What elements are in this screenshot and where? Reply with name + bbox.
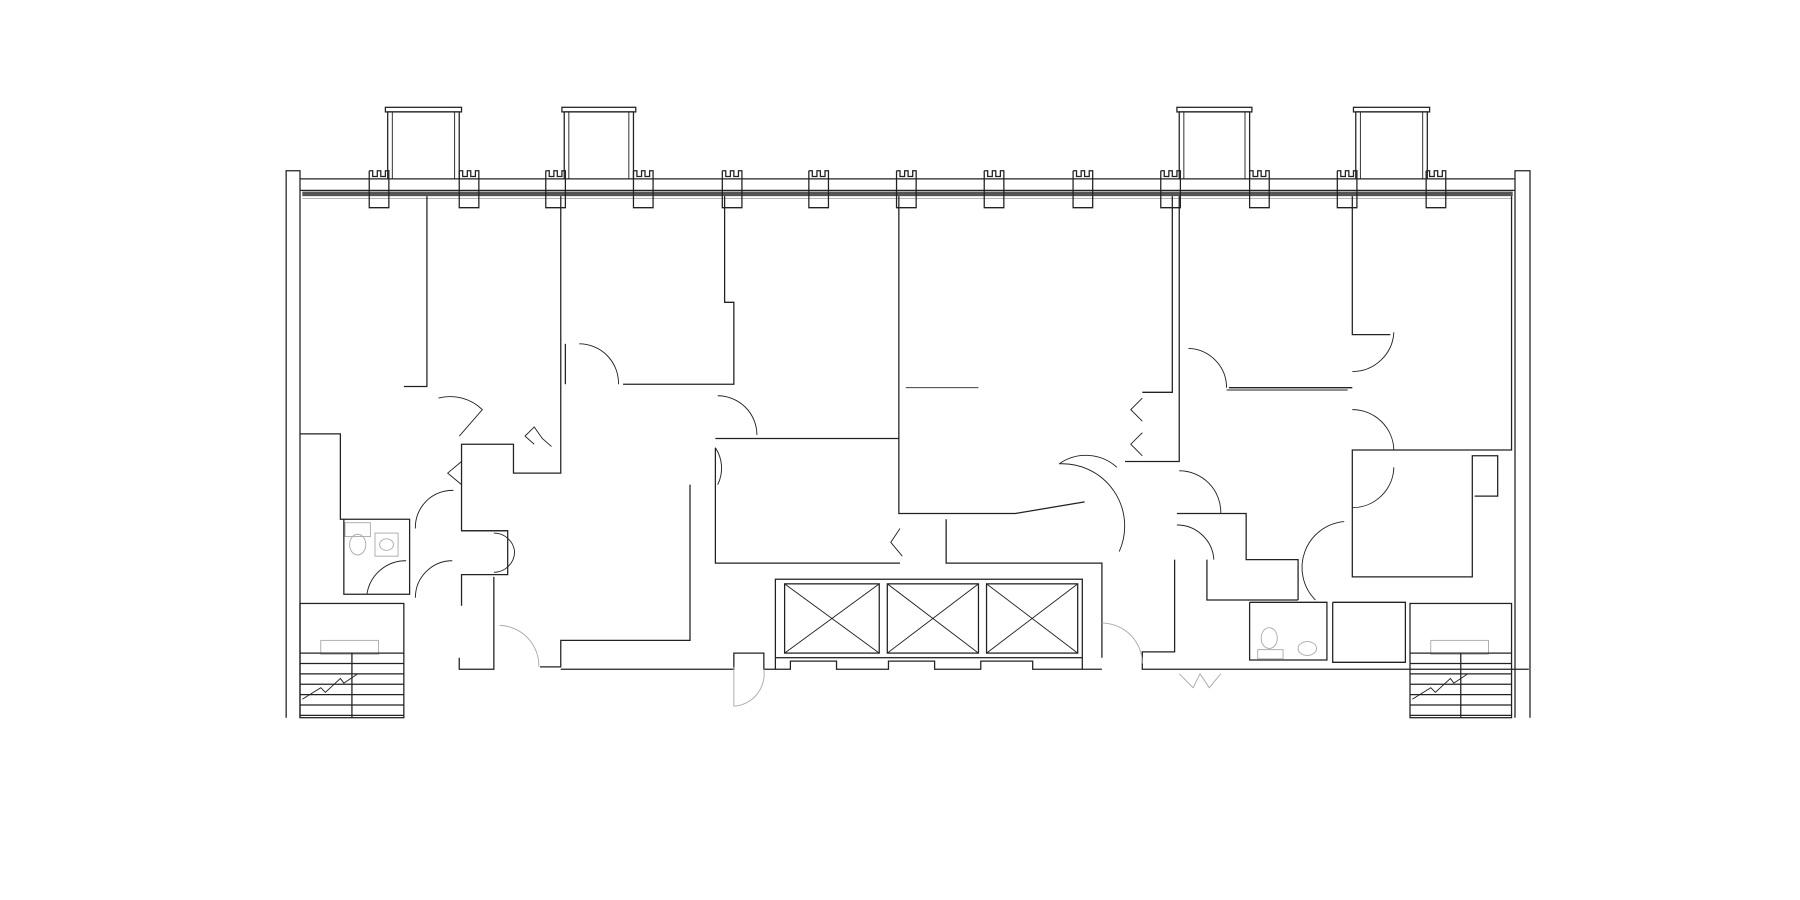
stair-left [299,602,405,719]
stair-landing [1430,639,1489,655]
pilaster [808,170,830,209]
pilaster [895,170,917,209]
toilet-icon [1260,627,1278,649]
elevator-x-icon [886,583,980,654]
elevator-x-icon [985,583,1079,654]
pilaster [721,170,743,209]
restroom-right [1257,627,1317,660]
door-swing-icon [499,624,540,667]
interior-walls [300,196,1529,670]
pilaster [1336,170,1358,209]
door-swing-icon [1058,454,1118,468]
door-swing-icon [493,532,516,573]
stair-right [1409,602,1513,719]
door-swing-icon [414,560,453,598]
toilet-icon [349,533,367,556]
bay-window [1178,111,1251,179]
door-swing-icon [1059,463,1126,552]
stair-break-line [1412,673,1468,700]
door-swing-icon [1101,622,1143,664]
pilaster [1072,170,1094,209]
stair-landing [320,639,379,655]
elevator-bank [774,578,1083,670]
door-swing-icon [414,489,454,529]
exterior-walls [285,170,1531,718]
door-swing-icon [438,396,483,437]
sink-icon [1297,641,1317,656]
doors [366,332,1395,707]
pilaster [632,170,654,209]
door-swing-icon [1188,348,1227,388]
door-swing-icon [1301,521,1345,601]
door-swing-icon [1352,467,1395,509]
elevator-x-icon [783,583,880,654]
bay-projections [384,106,1431,179]
bay-window [387,111,460,179]
pilaster [1160,170,1182,209]
door-swing-icon [366,560,407,595]
door-swing-icon [733,666,765,707]
door-swing-icon [1352,409,1395,451]
pilaster [545,170,567,209]
door-swing-icon [1352,332,1395,373]
pilasters [368,170,1447,209]
pilaster [368,170,390,209]
stair-break-line [302,673,358,700]
door-swing-icon [715,447,722,485]
bay-sill [1352,106,1431,113]
door-swing-icon [1179,470,1222,514]
pilaster [983,170,1005,209]
bay-sill [561,106,637,113]
sink-icon [379,538,394,551]
pilaster [458,170,480,209]
pilaster [1425,170,1447,209]
door-swing-icon [1176,524,1215,560]
bay-sill [384,106,463,113]
door-swing-icon [579,343,619,385]
bay-window [1355,111,1428,179]
door-swing-icon [717,395,758,436]
pilaster [1248,170,1270,209]
restroom-left [344,522,399,557]
bay-sill [1176,106,1253,113]
bay-window [563,111,635,179]
